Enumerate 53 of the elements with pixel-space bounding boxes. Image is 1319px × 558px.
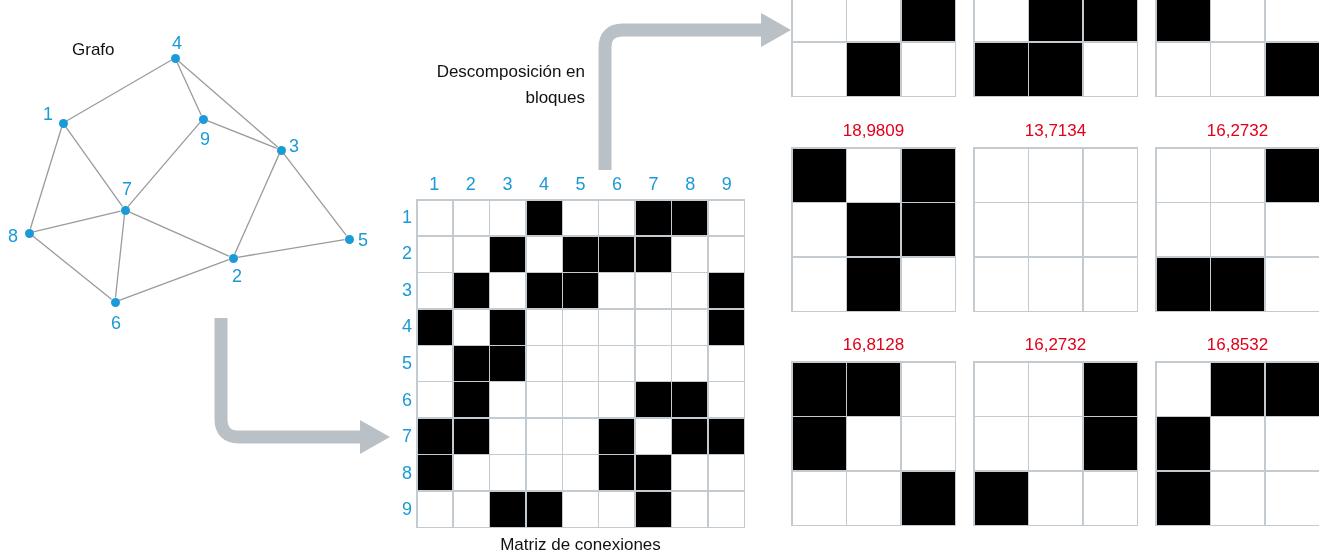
graph-edge xyxy=(206,120,278,149)
vertex-number: 6 xyxy=(111,314,121,332)
graph-edge xyxy=(64,126,124,207)
graph-title: Grafo xyxy=(72,39,115,61)
matrix-caption: Matriz de conexiones xyxy=(499,534,662,556)
vertex-number: 1 xyxy=(43,105,53,123)
column-number: 7 xyxy=(647,173,660,196)
graph-edge xyxy=(127,121,201,208)
vertex-number: 8 xyxy=(8,227,18,245)
column-number: 3 xyxy=(501,173,514,196)
edge-label: Descomposición en bloques xyxy=(435,61,585,109)
row-number: 7 xyxy=(401,425,412,449)
flow-arrow xyxy=(598,13,791,170)
row-number: 8 xyxy=(401,461,412,485)
graph-edge xyxy=(236,239,346,258)
graph-edge xyxy=(177,60,279,148)
column-number: 8 xyxy=(684,173,697,196)
flow-arrow xyxy=(214,318,390,454)
graph-edge xyxy=(176,61,202,116)
graph-edge xyxy=(31,235,113,300)
row-number: 3 xyxy=(401,278,412,302)
column-number: 9 xyxy=(720,173,733,196)
vertex-number: 2 xyxy=(232,267,242,285)
graph-edge xyxy=(118,258,230,302)
row-number: 4 xyxy=(401,315,412,339)
graph-edge xyxy=(29,126,63,230)
block-value: 16,2732 xyxy=(1023,334,1088,356)
graph-edge xyxy=(114,213,126,299)
column-number: 5 xyxy=(574,173,587,196)
graph-edge xyxy=(128,211,230,257)
column-number: 6 xyxy=(611,173,624,196)
vertex-number: 7 xyxy=(122,180,132,198)
vertex-number: 5 xyxy=(358,231,368,249)
graph-edge xyxy=(32,210,122,233)
row-number: 5 xyxy=(401,352,412,375)
row-number: 9 xyxy=(401,498,412,522)
graph-edge xyxy=(234,153,280,255)
graph-edge xyxy=(66,59,172,122)
block-value: 13,7134 xyxy=(1023,120,1088,142)
graph-edge xyxy=(283,152,347,237)
column-number: 2 xyxy=(464,173,477,196)
vertex-number: 4 xyxy=(172,34,182,52)
column-number: 4 xyxy=(537,173,550,196)
block-value: 16,8532 xyxy=(1205,334,1270,356)
row-number: 2 xyxy=(401,242,412,266)
row-number: 6 xyxy=(401,388,412,412)
row-number: 1 xyxy=(401,205,412,229)
vertex-number: 9 xyxy=(200,130,210,148)
vertex-number: 3 xyxy=(289,137,299,155)
block-value: 18,9809 xyxy=(841,120,906,142)
block-value: 16,2732 xyxy=(1205,120,1270,142)
column-number: 1 xyxy=(428,173,441,196)
block-value: 16,8128 xyxy=(841,334,906,356)
